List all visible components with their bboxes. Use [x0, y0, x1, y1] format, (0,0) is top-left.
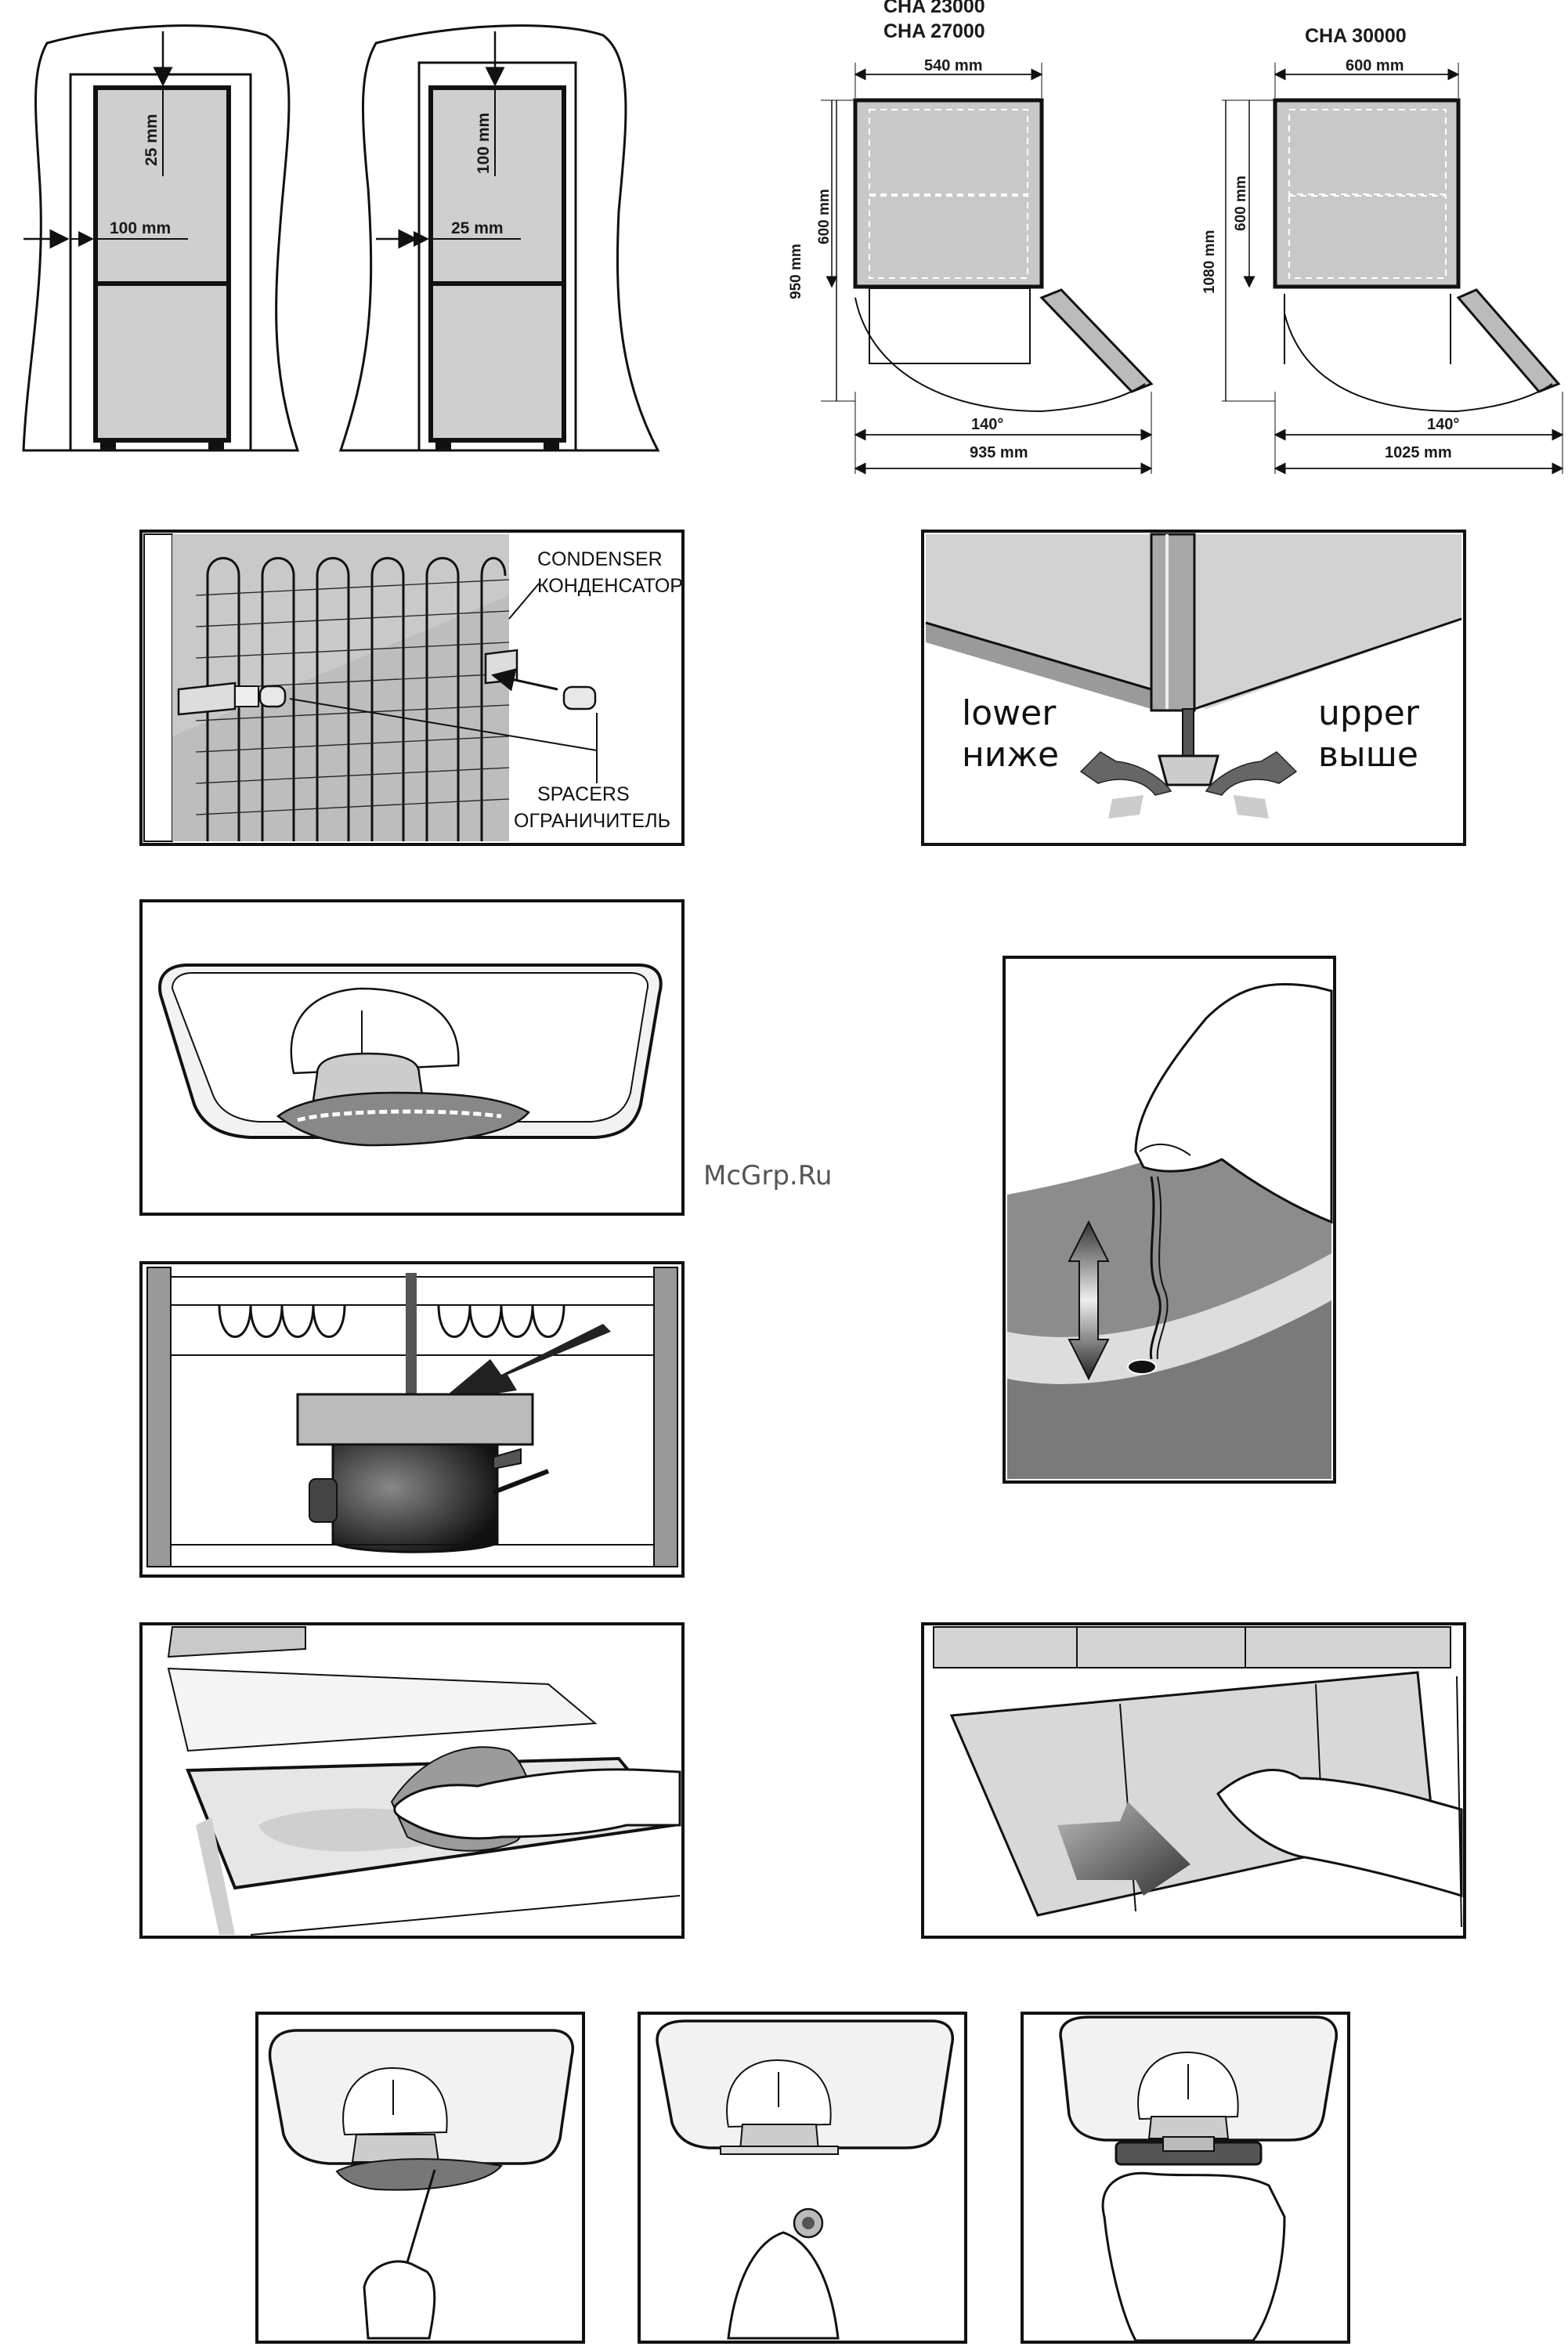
condenser-label-en: CONDENSER: [537, 548, 663, 570]
compressor-panel: [139, 1261, 685, 1578]
right-top-gap-label: 100 mm: [475, 113, 493, 174]
spacers-label-en: SPACERS: [537, 783, 630, 805]
leveling-panel: lower ниже upper выше: [921, 530, 1466, 846]
drawer-panel: [921, 1622, 1466, 1939]
door-swing-a-height: 950 mm: [788, 244, 804, 299]
door-swing-a-depth: 600 mm: [816, 189, 833, 244]
door-swing-b-width: 600 mm: [1346, 57, 1404, 74]
condenser-label-ru: КОНДЕНСАТОР: [537, 575, 683, 597]
condenser-panel: CONDENSER КОНДЕНСАТОР SPACERS ОГРАНИЧИТЕ…: [139, 530, 685, 846]
spacers-label-ru: ОГРАНИЧИТЕЛЬ: [514, 810, 670, 832]
door-swing-b-angle: 140°: [1427, 416, 1459, 433]
condenser-coil: [206, 557, 507, 841]
lower-label-ru: ниже: [962, 735, 1059, 775]
clearance-diagram-right: 100 mm 25 mm: [338, 24, 660, 452]
door-swing-b-total: 1025 mm: [1385, 444, 1452, 461]
spacer-left: [258, 685, 287, 708]
drain-tray-panel: [139, 899, 685, 1216]
door-swing-a-model-2: CHA 27000: [883, 20, 985, 42]
tray-step-1-panel: [255, 2012, 585, 2344]
door-swing-b-depth: 600 mm: [1233, 175, 1249, 231]
wiping-panel: [139, 1622, 685, 1939]
right-side-gap-label: 25 mm: [451, 219, 504, 237]
door-swing-b-height: 1080 mm: [1201, 230, 1218, 294]
upper-label-en: upper: [1318, 693, 1420, 733]
tray-step-2-panel: [638, 2012, 967, 2344]
left-top-gap-label: 25 mm: [143, 114, 161, 166]
watermark: McGrp.Ru: [703, 1160, 832, 1191]
drain-hole-panel: [1003, 956, 1336, 1484]
door-swing-a-total: 935 mm: [970, 444, 1028, 461]
clearance-diagram-left: 25 mm 100 mm: [22, 24, 300, 452]
door-swing-diagram-a: CHA 23000 CHA 27000 540 mm 950 mm 600 mm…: [788, 0, 1154, 475]
tray-step-3-panel: [1021, 2012, 1350, 2344]
drain-hole: [1127, 1359, 1157, 1375]
door-swing-diagram-b: CHA 30000 600 mm 1080 mm 600 mm 140° 102…: [1201, 25, 1564, 475]
door-swing-a-width: 540 mm: [924, 57, 983, 74]
lower-label-en: lower: [962, 693, 1057, 733]
left-side-gap-label: 100 mm: [110, 219, 171, 237]
evaporator-coil: [218, 1304, 565, 1338]
upper-label-ru: выше: [1318, 735, 1418, 775]
door-swing-a-angle: 140°: [971, 416, 1003, 433]
door-swing-a-model-1: CHA 23000: [883, 0, 985, 17]
door-swing-b-model-1: CHA 30000: [1305, 25, 1407, 47]
spacer-right: [562, 685, 597, 710]
